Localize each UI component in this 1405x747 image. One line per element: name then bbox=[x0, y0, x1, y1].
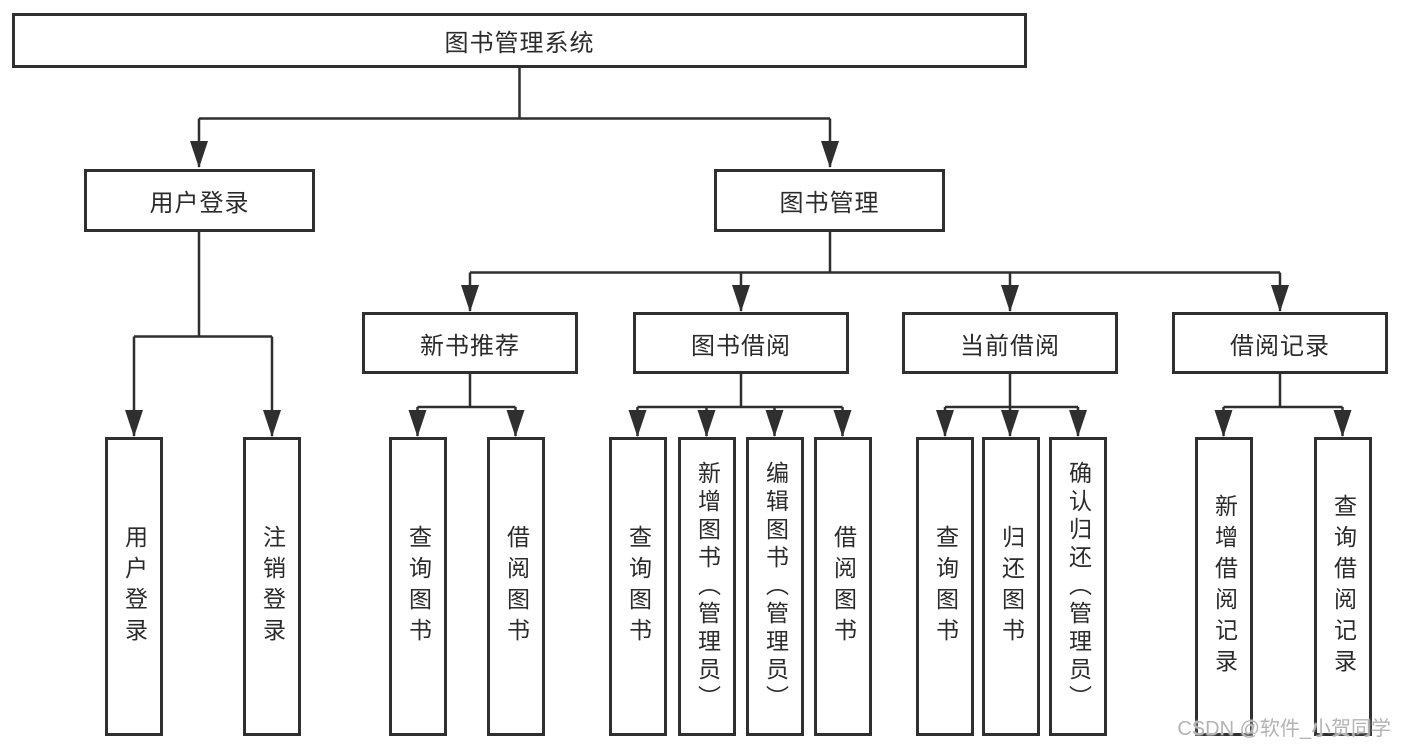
node-user-login: 用户登录 bbox=[84, 169, 315, 232]
leaf-label: 查询借阅记录 bbox=[1330, 493, 1357, 680]
node-new-book-recommend: 新书推荐 bbox=[362, 312, 578, 374]
node-current-borrowing: 当前借阅 bbox=[902, 312, 1118, 374]
leaf-query-books-borrowing: 查询图书 bbox=[609, 437, 667, 736]
leaf-label: 新增图书（管理员） bbox=[694, 460, 721, 713]
leaf-user-login: 用户登录 bbox=[105, 437, 163, 736]
leaf-label: 编辑图书（管理员） bbox=[762, 460, 789, 713]
leaf-label: 用户登录 bbox=[121, 524, 148, 649]
csdn-watermark: CSDN @软件_小贺同学 bbox=[1177, 718, 1391, 740]
leaf-label: 查询图书 bbox=[932, 524, 959, 649]
leaf-query-books-current: 查询图书 bbox=[916, 437, 974, 736]
node-library-system: 图书管理系统 bbox=[12, 13, 1027, 68]
leaf-label: 查询图书 bbox=[625, 524, 652, 649]
leaf-label: 查询图书 bbox=[405, 524, 432, 649]
leaf-label: 新增借阅记录 bbox=[1211, 493, 1238, 680]
leaf-return-book: 归还图书 bbox=[982, 437, 1040, 736]
leaf-confirm-return-admin: 确认归还（管理员） bbox=[1049, 437, 1107, 736]
leaf-borrow-books-recommend: 借阅图书 bbox=[487, 437, 545, 736]
leaf-borrow-books-borrowing: 借阅图书 bbox=[814, 437, 872, 736]
node-book-management: 图书管理 bbox=[714, 169, 945, 232]
leaf-label: 借阅图书 bbox=[503, 524, 530, 649]
leaf-query-borrow-record: 查询借阅记录 bbox=[1314, 437, 1372, 736]
leaf-add-book-admin: 新增图书（管理员） bbox=[678, 437, 736, 736]
node-book-borrowing: 图书借阅 bbox=[633, 312, 849, 374]
leaf-label: 借阅图书 bbox=[830, 524, 857, 649]
leaf-query-books-recommend: 查询图书 bbox=[389, 437, 447, 736]
leaf-label: 归还图书 bbox=[998, 524, 1025, 649]
leaf-logout: 注销登录 bbox=[243, 437, 301, 736]
leaf-label: 确认归还（管理员） bbox=[1065, 460, 1092, 713]
leaf-label: 注销登录 bbox=[259, 524, 286, 649]
node-borrowing-records: 借阅记录 bbox=[1172, 312, 1388, 374]
leaf-edit-book-admin: 编辑图书（管理员） bbox=[746, 437, 804, 736]
leaf-add-borrow-record: 新增借阅记录 bbox=[1195, 437, 1253, 736]
arrowhead-icons bbox=[125, 141, 1352, 437]
